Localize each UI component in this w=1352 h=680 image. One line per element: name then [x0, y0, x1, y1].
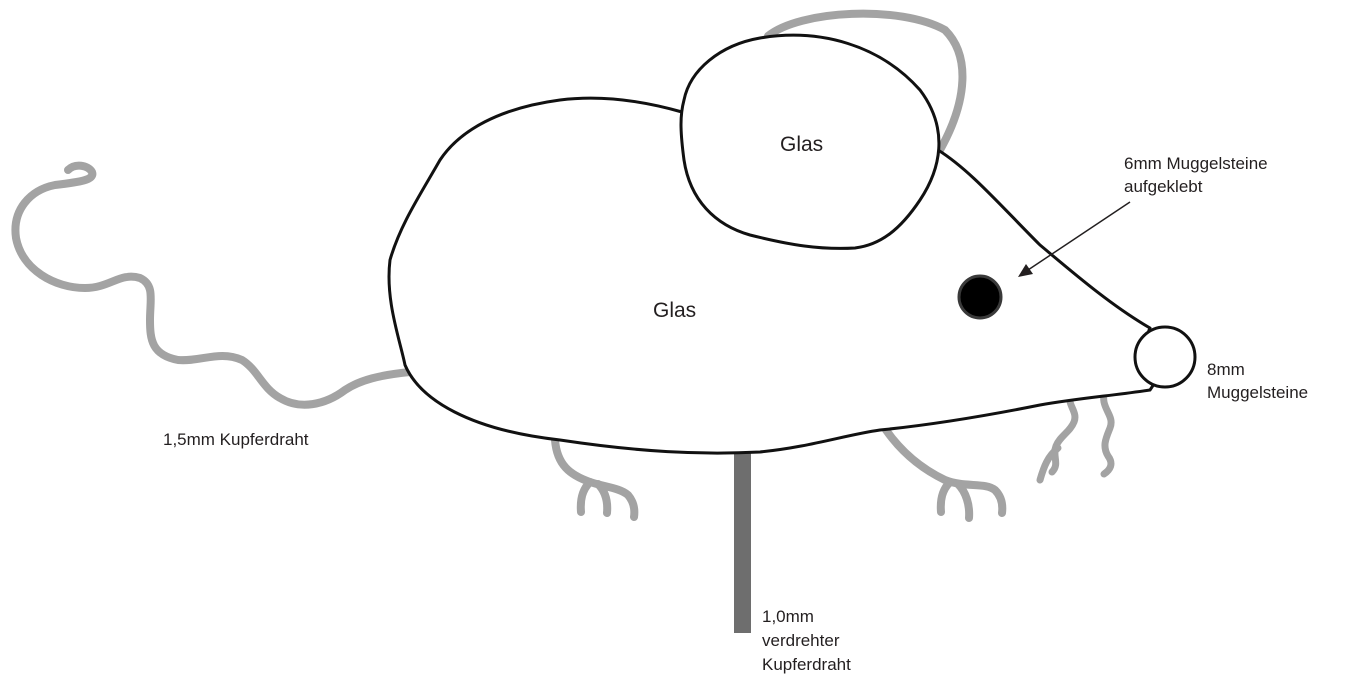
front-leg-wire: [886, 430, 1002, 518]
stand-wire: [734, 453, 751, 633]
body-label: Glas: [653, 299, 696, 322]
back-leg-wire: [555, 440, 634, 517]
nose-label-line1: 8mm: [1207, 360, 1245, 379]
nose-stone: [1135, 327, 1195, 387]
ear-label: Glas: [780, 133, 823, 156]
nose-label-line2: Muggelsteine: [1207, 383, 1308, 402]
stand-label-line2: verdrehter: [762, 631, 840, 650]
eye-pointer-arrow: [1028, 202, 1130, 270]
eye-stone: [959, 276, 1001, 318]
tail-label: 1,5mm Kupferdraht: [163, 430, 309, 449]
eye-label-line1: 6mm Muggelsteine: [1124, 154, 1268, 173]
stand-label-line1: 1,0mm: [762, 607, 814, 626]
tail-wire: [15, 166, 410, 405]
eye-label-line2: aufgeklebt: [1124, 177, 1203, 196]
stand-label-line3: Kupferdraht: [762, 655, 851, 674]
